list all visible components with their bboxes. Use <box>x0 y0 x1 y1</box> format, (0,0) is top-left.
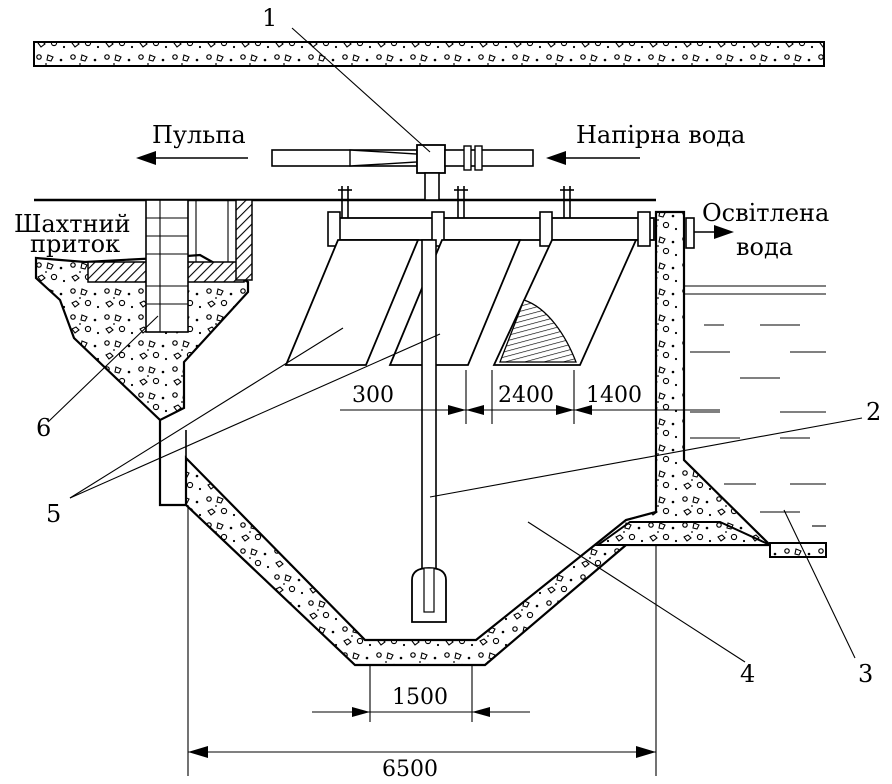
pipe-hangers <box>338 186 574 218</box>
dim-1500: 1500 <box>392 685 448 710</box>
callout-5: 5 <box>46 500 61 528</box>
feed-flange1 <box>463 145 472 171</box>
inflow-column <box>145 199 189 333</box>
pipe-flange-right <box>637 211 651 247</box>
right-wedge <box>594 521 771 546</box>
label-pulp: Пульпа <box>152 121 246 149</box>
outlet-flange <box>685 217 695 249</box>
label-mine-inflow-2: приток <box>30 230 120 258</box>
dim-6500: 6500 <box>382 757 438 782</box>
feed-pipe-right <box>444 149 534 167</box>
callout-6: 6 <box>36 414 51 442</box>
dimension-lines <box>187 370 720 776</box>
mixer-stem <box>424 172 440 201</box>
callout-3: 3 <box>858 660 873 688</box>
pipe-flange-mid2 <box>539 211 553 247</box>
water-level-lines <box>684 285 826 527</box>
label-mine-inflow-1: Шахтний <box>14 210 131 238</box>
inflow-box-wall <box>235 199 253 281</box>
callout-4: 4 <box>740 660 755 688</box>
dim-300: 300 <box>352 383 394 408</box>
clarified-water-arrow <box>694 225 734 239</box>
label-clarified-2: вода <box>736 233 793 261</box>
label-pressure-water: Напірна вода <box>576 121 745 149</box>
mixer-box <box>416 144 446 174</box>
leader-lines <box>47 27 863 663</box>
pulp-arrow <box>136 151 248 165</box>
pipe-flange-left <box>327 211 341 247</box>
central-shaft <box>421 239 437 571</box>
callout-2: 2 <box>866 398 881 426</box>
callout-1: 1 <box>262 4 277 32</box>
feed-flange2 <box>474 145 483 171</box>
dim-1400: 1400 <box>586 383 642 408</box>
label-clarified-1: Освітлена <box>702 199 829 227</box>
ground-strip-right <box>769 542 827 558</box>
pressure-water-arrow <box>546 151 640 165</box>
pipe-flange-mid1 <box>431 211 445 247</box>
plate-sediment <box>499 299 577 363</box>
distribution-pipe <box>335 217 655 241</box>
ground-strip-top <box>33 41 825 67</box>
tank-inner-outline <box>185 430 657 641</box>
dim-2400: 2400 <box>498 383 554 408</box>
